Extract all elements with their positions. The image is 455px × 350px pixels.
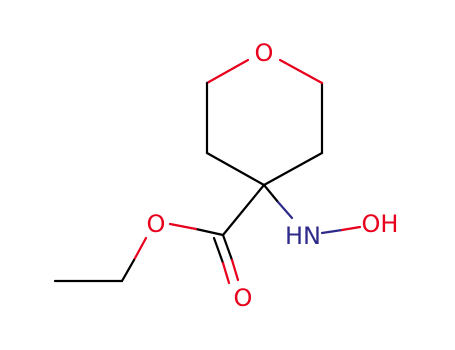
oh-label: OH xyxy=(362,210,399,238)
bond-n-o xyxy=(320,228,344,235)
bond-c4-carbonyl xyxy=(221,183,266,237)
ring-oxygen-label: O xyxy=(255,39,274,67)
bond-c4-n xyxy=(262,183,280,204)
carbonyl-oxygen-label: O xyxy=(234,284,253,312)
nh-label: HN xyxy=(285,222,321,250)
bond-carbonyl-double-b xyxy=(212,236,225,265)
bond-carbonyl-double-b-red xyxy=(221,261,231,285)
bond-ester-o-ch2 xyxy=(120,258,136,283)
bond-c6-o xyxy=(278,58,324,85)
bond-n-o-colored xyxy=(340,225,362,232)
bond-carbonyl-double-a-red xyxy=(230,258,240,282)
bond-o-c2 xyxy=(205,58,250,85)
bond-c3-c4 xyxy=(205,151,266,187)
bond-carbonyl-ester-o xyxy=(194,227,225,237)
tetrahydropyran-ring xyxy=(205,58,324,187)
atom-labels: O O O HN OH xyxy=(147,39,399,312)
ester-oxygen-label: O xyxy=(147,210,166,238)
bond-carbonyl-double-a xyxy=(221,233,234,262)
bond-ester-o-ch2-red xyxy=(132,236,148,262)
bond-c4-c5 xyxy=(262,151,324,187)
substituent-bonds xyxy=(53,183,362,285)
bond-c4-n-colored xyxy=(276,200,294,220)
bond-carbonyl-ester-o-red xyxy=(168,222,198,231)
